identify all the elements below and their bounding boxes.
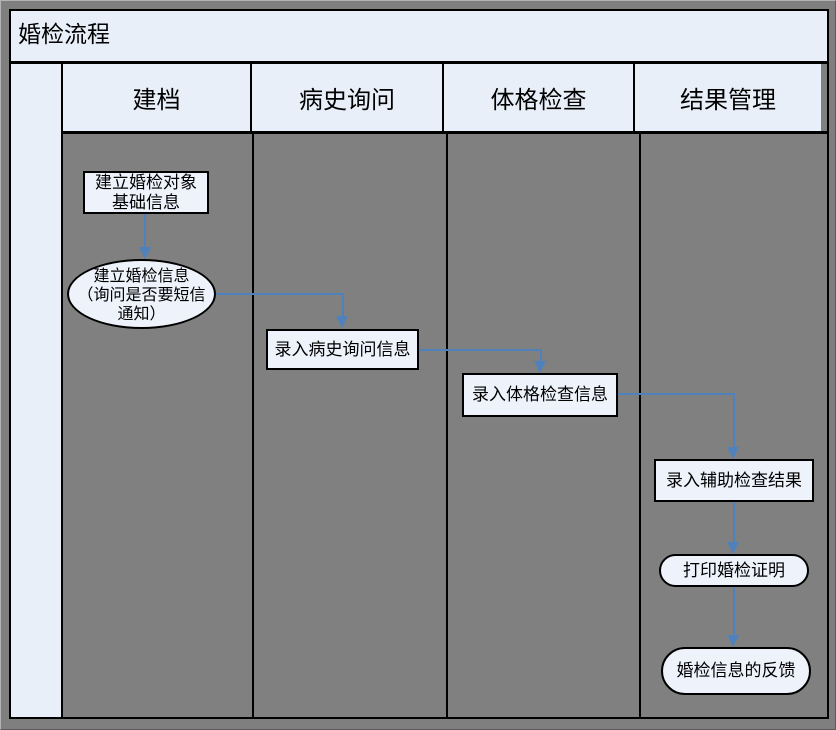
node-create-info: 建立婚检信息 （询问是否要短信 通知） — [67, 259, 216, 329]
arrowhead-icon — [336, 316, 348, 328]
node-label-line: 通知） — [117, 303, 166, 323]
lane-header-physical-exam: 体格检查 — [444, 64, 635, 131]
lane-divider-1 — [252, 134, 254, 717]
connector-basic-to-create — [144, 214, 146, 247]
connector-physical-to-auxiliary — [733, 393, 735, 447]
node-print-certificate: 打印婚检证明 — [659, 554, 809, 587]
node-label: 录入体格检查信息 — [472, 385, 608, 405]
arrowhead-icon — [139, 247, 151, 259]
lane-divider-3 — [639, 134, 641, 717]
node-basic-info: 建立婚检对象 基础信息 — [83, 171, 209, 214]
arrowhead-icon — [534, 361, 546, 373]
connector-print-to-feedback — [733, 587, 735, 635]
node-physical-entry: 录入体格检查信息 — [462, 373, 618, 417]
node-label: 婚检信息的反馈 — [676, 661, 796, 681]
lane-header-row: 建档 病史询问 体格检查 结果管理 — [63, 64, 827, 134]
connector-history-to-physical — [419, 349, 542, 351]
lane-header-result-management: 结果管理 — [635, 64, 821, 131]
node-history-entry: 录入病史询问信息 — [266, 329, 419, 370]
swimlane-diagram-frame: 婚检流程 建档 病史询问 体格检查 结果管理 — [9, 9, 829, 719]
left-gutter-column — [11, 64, 63, 717]
lane-header-filing: 建档 — [63, 64, 252, 131]
arrowhead-icon — [727, 635, 739, 647]
node-label: 打印婚检证明 — [683, 560, 785, 581]
node-label-line: 建立婚检信息 — [93, 265, 190, 285]
connector-create-to-history — [342, 293, 344, 316]
connector-physical-to-auxiliary — [618, 393, 735, 395]
node-label: 录入辅助检查结果 — [666, 470, 802, 491]
lane-divider-2 — [446, 134, 448, 717]
connector-create-to-history — [216, 293, 344, 295]
arrowhead-icon — [727, 542, 739, 554]
lane-header-medical-history: 病史询问 — [252, 64, 444, 131]
arrowhead-icon — [727, 447, 739, 459]
node-feedback: 婚检信息的反馈 — [661, 647, 811, 695]
node-label: 录入病史询问信息 — [274, 339, 411, 360]
connector-auxiliary-to-print — [733, 502, 735, 542]
node-label-line: 基础信息 — [112, 192, 180, 213]
connector-history-to-physical — [540, 349, 542, 361]
node-auxiliary-result: 录入辅助检查结果 — [654, 459, 814, 502]
node-label-line: 建立婚检对象 — [95, 172, 197, 193]
node-label-line: （询问是否要短信 — [77, 284, 206, 304]
diagram-title: 婚检流程 — [11, 11, 827, 64]
